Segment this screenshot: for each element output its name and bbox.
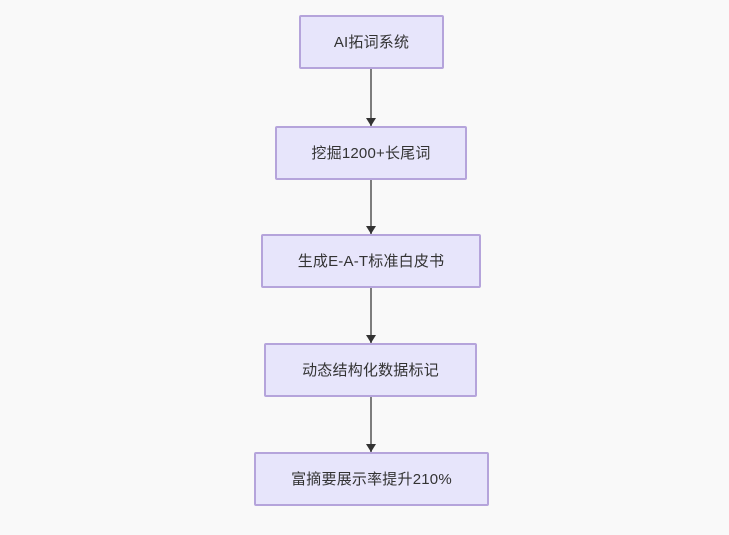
arrowhead-icon [366,444,376,452]
arrowhead-icon [366,118,376,126]
flowchart-node-label: 生成E-A-T标准白皮书 [297,252,445,270]
flowchart-node-label: 动态结构化数据标记 [302,361,439,379]
flowchart-node-n2[interactable]: 挖掘1200+长尾词 [275,126,467,180]
flowchart-node-label: 富摘要展示率提升210% [291,470,452,488]
edge-n4-to-n5 [366,397,376,452]
edge-line [370,288,372,343]
flowchart-node-n5[interactable]: 富摘要展示率提升210% [254,452,489,506]
flowchart-node-n4[interactable]: 动态结构化数据标记 [264,343,477,397]
edge-n3-to-n4 [366,288,376,343]
flowchart-node-n1[interactable]: AI拓词系统 [299,15,444,69]
flowchart-node-label: AI拓词系统 [333,33,410,51]
arrowhead-icon [366,226,376,234]
edge-line [370,180,372,234]
edge-line [370,69,372,126]
flowchart-node-label: 挖掘1200+长尾词 [311,144,431,162]
edge-n2-to-n3 [366,180,376,234]
edge-line [370,397,372,452]
arrowhead-icon [366,335,376,343]
edge-n1-to-n2 [366,69,376,126]
flowchart-node-n3[interactable]: 生成E-A-T标准白皮书 [261,234,481,288]
